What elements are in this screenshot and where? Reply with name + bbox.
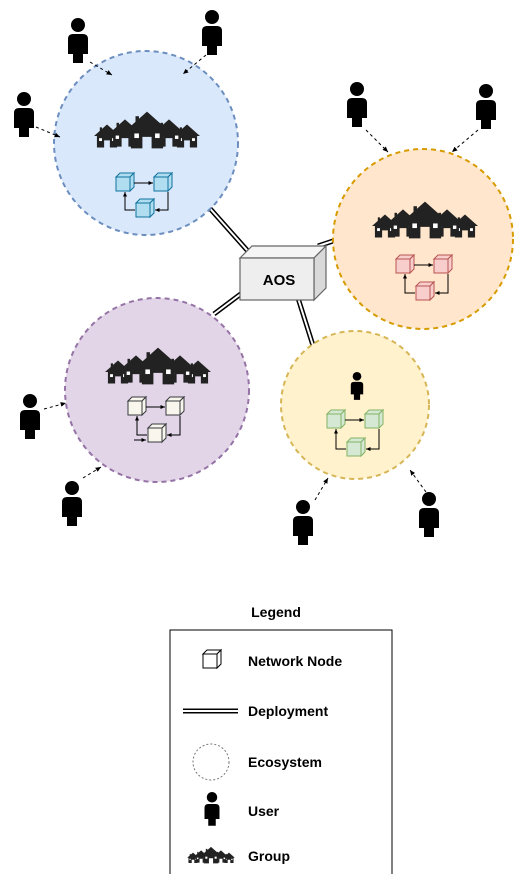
user-arrows: [35, 54, 479, 501]
network-node: [346, 437, 366, 457]
user-icon: [476, 84, 496, 129]
user-icon: [347, 82, 367, 127]
legend-item-ecosystem: Ecosystem: [192, 743, 322, 781]
user-icon: [62, 481, 82, 526]
legend-title: Legend: [251, 604, 301, 620]
network-node: [364, 409, 384, 429]
user-icon: [419, 492, 439, 537]
user-icon: [68, 18, 88, 63]
network-node: [147, 423, 167, 443]
houses-icon: [187, 847, 235, 864]
user-icon: [20, 394, 40, 439]
network-node: [165, 396, 185, 416]
ecosystem-purple: [64, 297, 250, 483]
user-icon: [14, 92, 34, 137]
network-node: [127, 396, 147, 416]
cube-icon: [201, 648, 223, 670]
ecosystem-blue: [53, 50, 239, 236]
dashed-circle-icon: [192, 743, 230, 781]
network-node: [135, 198, 155, 218]
node-cluster-blue: [115, 172, 173, 218]
deployment-links: [204, 202, 349, 356]
aos-label: AOS: [263, 272, 296, 289]
legend: Legend Network Node Deployment Ecosystem: [169, 604, 393, 874]
legend-item-group: Group: [187, 847, 290, 864]
node-cluster-purple: [127, 396, 185, 443]
network-node: [395, 254, 415, 274]
user-icon: [202, 10, 222, 55]
legend-label: Network Node: [248, 653, 342, 669]
node-cluster-yellow: [326, 409, 384, 457]
ecosystem-yellow: [280, 330, 430, 480]
node-cluster-orange: [395, 254, 453, 301]
user-icon: [204, 792, 220, 826]
legend-label: Group: [248, 848, 290, 864]
legend-box: [169, 629, 393, 874]
legend-item-user: User: [204, 792, 280, 826]
network-node: [326, 409, 346, 429]
aos-hub[interactable]: AOS: [238, 244, 328, 302]
ecosystem-orange: [332, 148, 514, 330]
user-icon: [293, 500, 313, 545]
legend-label: User: [248, 803, 280, 819]
network-node: [415, 281, 435, 301]
legend-item-network-node: Network Node: [201, 648, 342, 670]
legend-item-deployment: Deployment: [183, 703, 328, 719]
network-node: [115, 172, 135, 192]
network-node: [153, 172, 173, 192]
legend-label: Ecosystem: [248, 754, 322, 770]
network-node: [433, 254, 453, 274]
legend-label: Deployment: [248, 703, 328, 719]
